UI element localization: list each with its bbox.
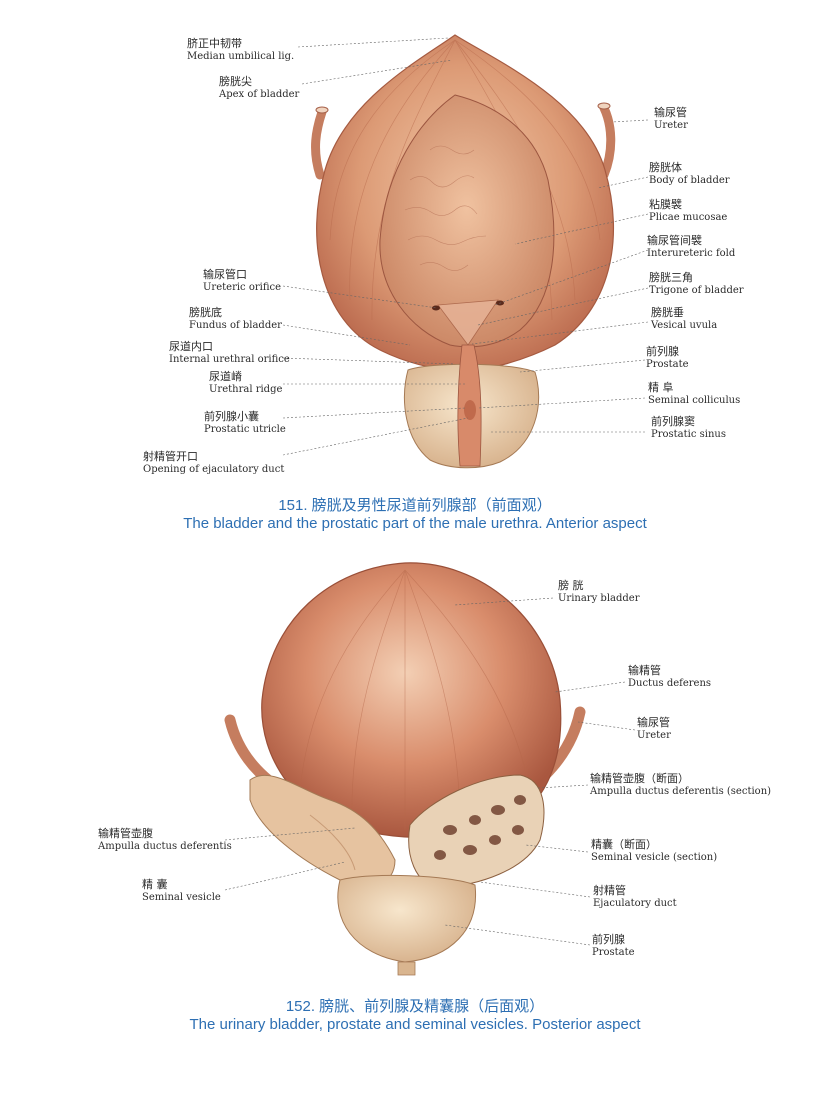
- figure2-caption: 152. 膀胱、前列腺及精囊腺（后面观） The urinary bladder…: [189, 998, 641, 1033]
- figure1-leaders: [282, 37, 649, 456]
- label-seminal-colliculus: 精 阜 Seminal colliculus: [648, 381, 741, 406]
- label-interureteric-fold: 输尿管间襞 Interureteric fold: [647, 234, 736, 259]
- label-ampulla-ductus-deferentis: 输精管壶腹 Ampulla ductus deferentis: [98, 827, 232, 852]
- label-plicae-mucosae: 粘膜襞 Plicae mucosae: [649, 198, 728, 223]
- label-ureter-posterior: 输尿管 Ureter: [637, 716, 671, 741]
- label-prostatic-utricle: 前列腺小囊 Prostatic utricle: [204, 410, 286, 435]
- figure1-caption: 151. 膀胱及男性尿道前列腺部（前面观） The bladder and th…: [183, 497, 647, 532]
- label-ejaculatory-duct: 射精管 Ejaculatory duct: [593, 884, 677, 909]
- figure2-leaders: [224, 597, 636, 946]
- label-seminal-vesicle-section: 精囊（断面） Seminal vesicle (section): [591, 838, 718, 863]
- label-prostate: 前列腺 Prostate: [646, 345, 689, 370]
- figure1-drawing: [311, 34, 616, 469]
- label-apex-of-bladder: 膀胱尖 Apex of bladder: [219, 75, 300, 100]
- label-ureter: 输尿管 Ureter: [654, 106, 688, 131]
- label-prostate-posterior: 前列腺 Prostate: [592, 933, 635, 958]
- label-fundus-of-bladder: 膀胱底 Fundus of bladder: [189, 306, 282, 331]
- label-ductus-deferens: 输精管 Ductus deferens: [628, 664, 712, 689]
- label-median-umbilical-lig: 脐正中韧带 Median umbilical lig.: [187, 37, 295, 62]
- label-seminal-vesicle: 精 囊 Seminal vesicle: [142, 878, 221, 903]
- figure2-drawing: [224, 562, 586, 976]
- label-trigone-of-bladder: 膀胱三角 Trigone of bladder: [649, 271, 744, 296]
- label-internal-urethral-orifice: 尿道内口 Internal urethral orifice: [169, 340, 290, 365]
- label-vesical-uvula: 膀胱垂 Vesical uvula: [651, 306, 718, 331]
- label-ampulla-section: 输精管壶腹（断面） Ampulla ductus deferentis (sec…: [590, 772, 772, 797]
- label-urinary-bladder: 膀 胱 Urinary bladder: [558, 579, 640, 604]
- label-ureteric-orifice: 输尿管口 Ureteric orifice: [203, 268, 282, 293]
- label-opening-of-ejaculatory-duct: 射精管开口 Opening of ejaculatory duct: [143, 450, 285, 475]
- label-body-of-bladder: 膀胱体 Body of bladder: [649, 161, 730, 186]
- label-urethral-ridge: 尿道嵴 Urethral ridge: [209, 370, 283, 395]
- label-prostatic-sinus: 前列腺窦 Prostatic sinus: [651, 415, 726, 440]
